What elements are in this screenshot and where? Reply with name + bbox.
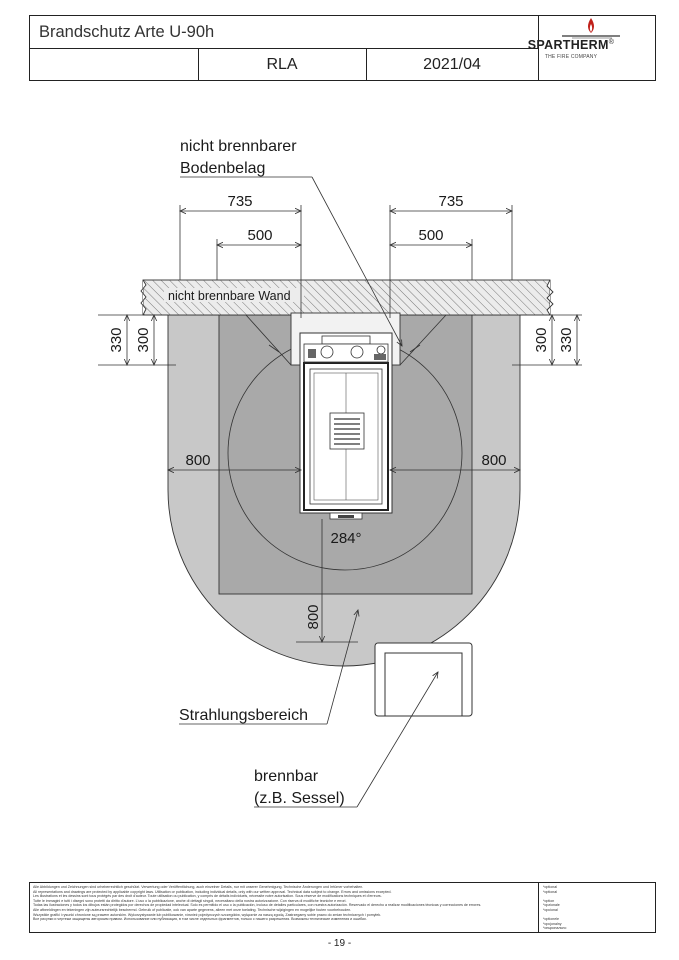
dim-top-right-outer: 735 — [438, 193, 463, 210]
dim-left-outer: 330 — [108, 327, 125, 352]
dim-top-left-outer: 735 — [227, 193, 252, 210]
side-vertical-dimension-lines — [98, 315, 582, 365]
diagonal-left — [245, 314, 292, 366]
floor-covering-label-line-1: nicht brennbarer — [180, 138, 297, 155]
combustible-label-line-1: brennbar — [254, 768, 319, 785]
copyright-line: Tutte le immagini e tutti i disegni sono… — [33, 898, 347, 903]
angle-tick-left — [268, 344, 280, 353]
combustible-leader — [254, 672, 438, 808]
armchair — [374, 642, 473, 717]
brand-name: SPARTHERM — [527, 38, 609, 52]
copyright-line: Les illustrations et les dessins sont to… — [33, 894, 382, 899]
dim-side-right: 800 — [481, 452, 506, 469]
copyright-line: Alle afbeeldingen en tekeningen zijn aut… — [33, 907, 352, 912]
title-block-cell-divider — [366, 48, 367, 81]
fireplace-insert — [299, 332, 393, 520]
optional-legend-line: *optionele — [543, 917, 559, 922]
radiation-area-label: Strahlungsbereich — [179, 707, 308, 724]
copyright-line: Все рисунки и чертежи защищены авторским… — [33, 917, 367, 922]
combustible-label: brennbar (z.B. Sessel) — [254, 768, 345, 807]
optional-legend-line: *optional — [543, 889, 557, 894]
radiation-area-leader — [179, 610, 358, 725]
registered-mark: ® — [608, 38, 615, 46]
page-number: - 19 - — [327, 938, 352, 949]
brand-logo: SPARTHERM® — [516, 38, 626, 52]
optional-legend-line: *опционально — [543, 926, 567, 931]
floor-covering-label-line-2: Bodenbelag — [180, 160, 265, 177]
model-code: RLA — [266, 56, 298, 73]
optional-legend-line: *opcjonalny — [543, 921, 562, 926]
dim-left-inner: 300 — [135, 327, 152, 352]
wall-break-right — [546, 279, 554, 316]
footer-divider — [538, 883, 539, 932]
copyright-notice: Alle Abbildungen und Zeichnungen sind ur… — [33, 885, 533, 922]
copyright-line: Todas las ilustraciones y todos los dibu… — [33, 903, 482, 908]
dim-side-left: 800 — [185, 452, 210, 469]
wall-label-bg — [164, 288, 304, 302]
brand-tagline: THE FIRE COMPANY — [544, 54, 598, 60]
floor-covering-leader — [180, 176, 402, 346]
optional-legend-line: *opcional — [543, 907, 558, 912]
title-block: Brandschutz Arte U-90h RLA 2021/04 — [29, 15, 656, 81]
revision-date: 2021/04 — [423, 56, 481, 73]
diagonal-right — [399, 314, 447, 366]
title-block-logo-divider — [538, 16, 539, 80]
optional-legend-line: *option — [543, 898, 555, 903]
title-block-divider — [30, 48, 538, 49]
dim-top-left-inner: 500 — [247, 227, 272, 244]
document-title: Brandschutz Arte U-90h — [39, 23, 215, 41]
title-block-cell-divider — [198, 48, 199, 81]
floor-covering-label: nicht brennbarer Bodenbelag — [180, 138, 301, 177]
copyright-line: All representations and drawings are pro… — [33, 889, 392, 894]
copyright-line: Wszystkie grafiki i rysunki chronione są… — [33, 912, 382, 917]
legal-footer: Alle Abbildungen und Zeichnungen sind ur… — [29, 882, 656, 933]
wall-break-left — [140, 279, 147, 316]
dim-right-inner: 300 — [533, 327, 550, 352]
spartherm-flame-logo-icon — [562, 18, 620, 39]
dim-front: 800 — [305, 604, 322, 629]
angle-label: 284° — [330, 530, 361, 547]
dim-top-right-inner: 500 — [418, 227, 443, 244]
wall-label: nicht brennbare Wand — [168, 289, 291, 303]
dim-right-outer: 330 — [558, 327, 575, 352]
angle-tick-right — [409, 344, 421, 353]
combustible-label-line-2: (z.B. Sessel) — [254, 790, 345, 807]
front-dimension-line — [296, 519, 358, 642]
optional-legend: *optional*optional *option*opzionale*opc… — [543, 885, 566, 931]
copyright-line: Alle Abbildungen und Zeichnungen sind ur… — [33, 885, 364, 889]
optional-legend-line: *optional — [543, 885, 557, 889]
top-dimension-lines — [180, 205, 512, 318]
optional-legend-line: *opzionale — [543, 903, 560, 908]
